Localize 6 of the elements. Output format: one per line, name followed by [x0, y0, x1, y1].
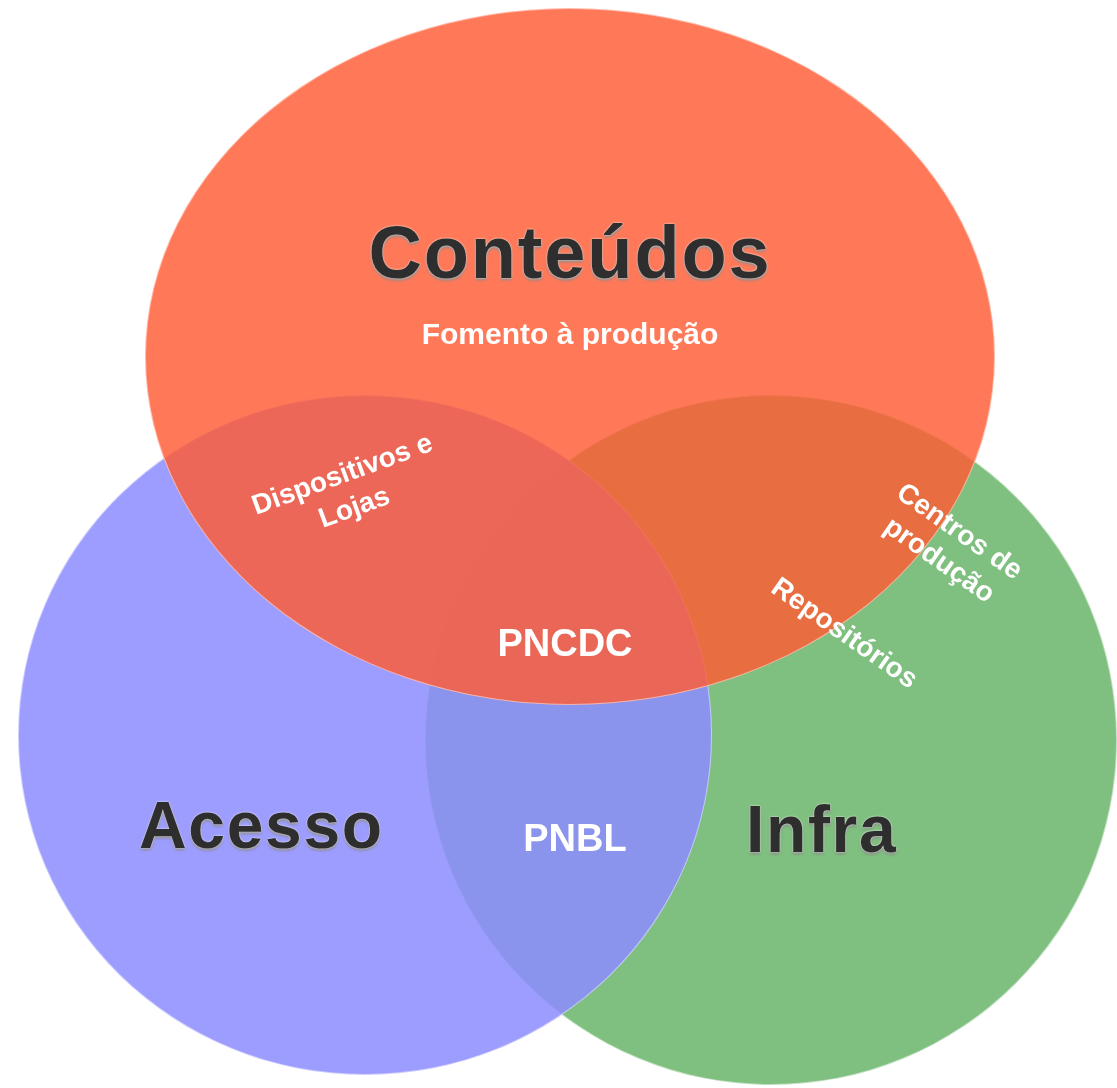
- circle-title: Acesso: [139, 787, 384, 864]
- circle-title: Conteúdos: [367, 210, 773, 296]
- region-label: PNCDC: [496, 621, 634, 666]
- circle-subtitle: Fomento à produção: [420, 316, 720, 352]
- region-label: PNBL: [522, 816, 628, 861]
- circle-title: Infra: [746, 791, 898, 868]
